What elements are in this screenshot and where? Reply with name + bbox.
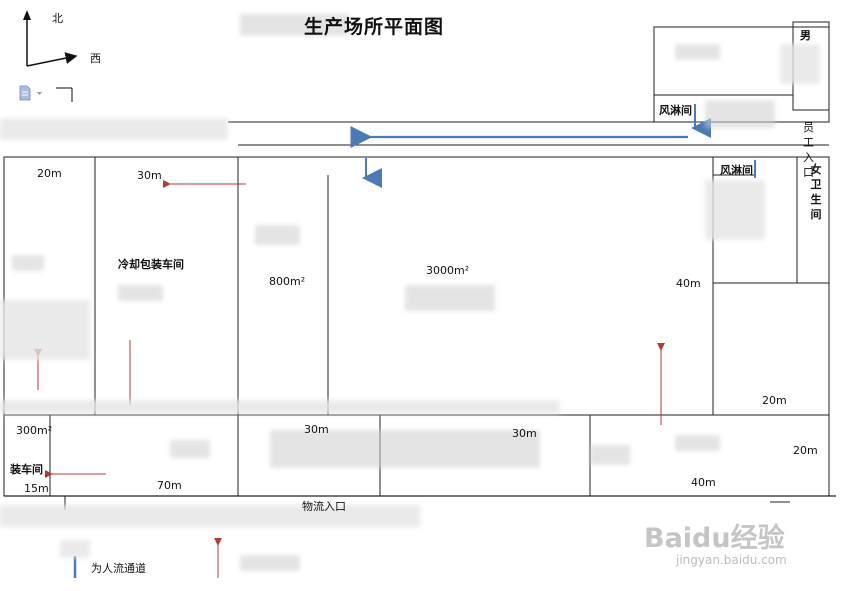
redacted-men-wc <box>780 44 820 84</box>
dim-30m-top: 30m <box>137 169 162 182</box>
redacted-bottom-band <box>0 505 420 527</box>
people-flow-arrows <box>350 104 756 188</box>
redacted-airlock <box>705 100 775 128</box>
page-title: 生产场所平面图 <box>304 16 445 38</box>
redacted-bottom-room-1 <box>170 440 210 458</box>
dim-40m-right: 40m <box>676 277 701 290</box>
airlock-right-label: 风淋间 <box>720 164 753 177</box>
redacted-left-block <box>0 300 90 360</box>
watermark-brand: Baidu经验 <box>644 523 785 554</box>
dim-30m-bottom2: 30m <box>512 427 537 440</box>
redacted-legend-1 <box>60 540 90 558</box>
men-wc-label: 男 <box>800 29 811 42</box>
dim-20m-right-bottom: 20m <box>793 444 818 457</box>
redacted-left-room <box>12 255 44 271</box>
redacted-band <box>0 118 228 140</box>
compass-east-label: 西 <box>90 52 101 65</box>
redacted-right-room <box>705 180 765 240</box>
redacted-legend-2 <box>240 555 300 571</box>
redacted-title-prefix <box>240 14 350 36</box>
legend-people-route: 为人流通道 <box>91 562 146 575</box>
redacted-cold-pack-sub <box>118 285 163 301</box>
redacted-strip <box>0 400 560 414</box>
compass-north-label: 北 <box>52 12 63 25</box>
redacted-bottom-room-2 <box>270 430 540 468</box>
dim-300-bottom-left: 300m² <box>16 424 53 437</box>
cold-pack-room-label: 冷却包装车间 <box>118 258 184 271</box>
watermark-url: jingyan.baidu.com <box>676 553 787 567</box>
dim-3000: 3000m² <box>426 264 470 277</box>
redacted-main-hall <box>405 285 495 311</box>
dim-15m: 15m <box>24 482 49 495</box>
dim-800: 800m² <box>269 275 306 288</box>
compass <box>23 10 78 102</box>
women-wc-label: 女卫生间 <box>810 163 822 221</box>
redacted-room-800 <box>255 225 300 245</box>
document-icon[interactable] <box>18 85 42 101</box>
logistics-entrance-label: 物流入口 <box>302 500 346 513</box>
airlock-top-label: 风淋间 <box>659 104 692 117</box>
redacted-bottom-room-4 <box>675 435 720 451</box>
dim-20m-right-mid: 20m <box>762 394 787 407</box>
staff-entrance-label: 员工入口 <box>803 121 820 179</box>
dim-70m: 70m <box>157 479 182 492</box>
redacted-office-label <box>675 44 720 60</box>
loading-room-label: 装车间 <box>10 463 43 476</box>
redacted-bottom-room-3 <box>590 445 630 465</box>
dim-30m-bottom: 30m <box>304 423 329 436</box>
dim-20m-left: 20m <box>37 167 62 180</box>
material-flow-arrows <box>34 180 665 578</box>
dim-40m-bottom: 40m <box>691 476 716 489</box>
